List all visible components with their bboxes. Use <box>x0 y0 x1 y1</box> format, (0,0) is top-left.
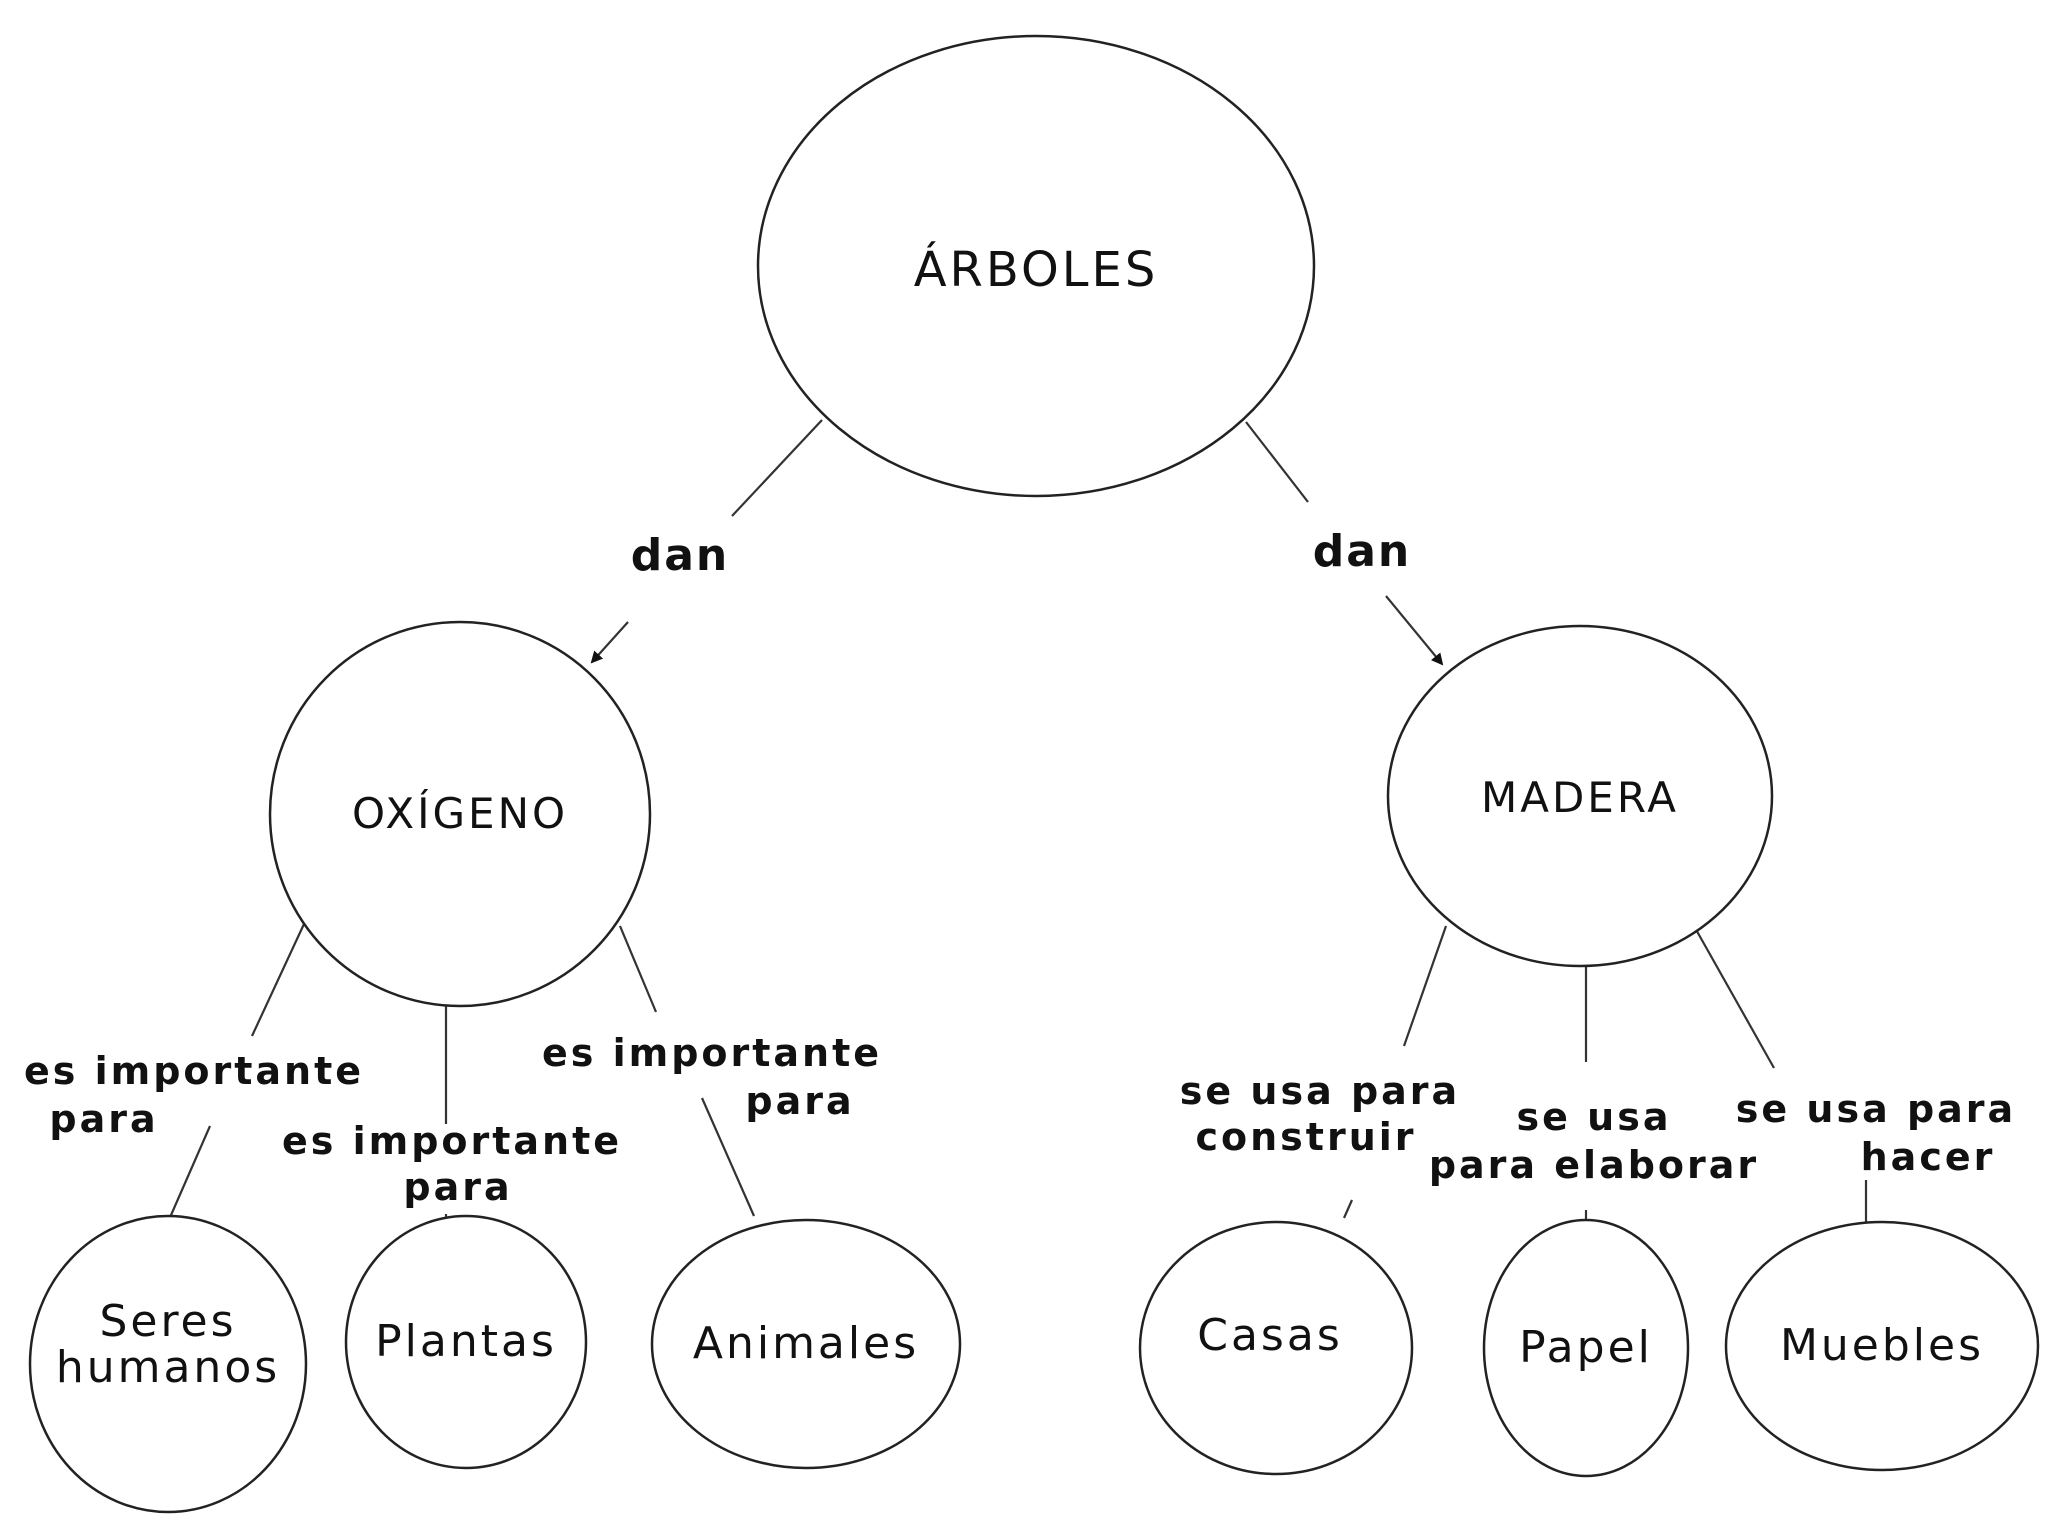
link-label-papel-line1: se usa <box>1517 1095 1672 1139</box>
link-label-seres-line2: para <box>49 1097 158 1141</box>
node-papel-label: Papel <box>1519 1322 1653 1373</box>
node-casas-shape <box>1138 1220 1414 1476</box>
edge-madera-muebles-upper <box>1693 925 1775 1069</box>
edge-arboles-dan-right-upper <box>1245 421 1309 503</box>
node-seres-humanos-shape <box>28 1214 308 1514</box>
node-madera-shape <box>1386 624 1774 968</box>
link-label-muebles-line2: hacer <box>1861 1135 1996 1179</box>
node-seres-humanos: Seres humanos <box>28 1214 308 1514</box>
node-arboles-label: ÁRBOLES <box>914 241 1159 298</box>
node-muebles: Muebles <box>1724 1220 2040 1472</box>
link-label-casas-line2: construir <box>1195 1115 1416 1159</box>
node-casas-label: Casas <box>1197 1310 1343 1361</box>
node-casas: Casas <box>1138 1220 1414 1476</box>
edge-oxigeno-animales-upper <box>618 925 658 1013</box>
link-label-animales-line1: es importante <box>542 1031 882 1075</box>
link-label-dan-left: dan <box>631 530 730 581</box>
edge-oxigeno-seres-upper <box>251 923 305 1037</box>
node-madera-label: MADERA <box>1481 773 1679 822</box>
node-papel: Papel <box>1482 1218 1690 1478</box>
link-label-animales-line2: para <box>745 1079 854 1123</box>
node-plantas-label: Plantas <box>375 1316 557 1367</box>
edge-arboles-dan-right-lower <box>1385 595 1444 666</box>
link-label-dan-right: dan <box>1313 526 1412 577</box>
node-animales: Animales <box>650 1218 962 1470</box>
node-animales-label: Animales <box>693 1318 919 1369</box>
node-oxigeno-label: OXÍGENO <box>352 788 568 838</box>
edge-madera-casas-lower <box>1342 1199 1354 1219</box>
node-seres-humanos-label-line2: humanos <box>56 1342 280 1393</box>
edge-madera-casas-upper <box>1402 925 1448 1047</box>
link-label-casas-line1: se usa para <box>1180 1069 1460 1113</box>
node-plantas-shape <box>344 1214 588 1470</box>
link-label-plantas-line1: es importante <box>282 1119 622 1163</box>
link-label-papel-line2: para elaborar <box>1429 1143 1759 1187</box>
node-animales-shape <box>650 1218 962 1470</box>
node-seres-humanos-label-line1: Seres <box>99 1296 236 1347</box>
node-plantas: Plantas <box>344 1214 588 1470</box>
node-arboles: ÁRBOLES <box>756 34 1316 498</box>
node-arboles-shape <box>756 34 1316 498</box>
node-muebles-label: Muebles <box>1780 1320 1984 1371</box>
node-muebles-shape <box>1724 1220 2040 1472</box>
node-oxigeno-shape <box>268 620 652 1008</box>
link-label-muebles-line1: se usa para <box>1736 1087 2016 1131</box>
node-madera: MADERA <box>1386 624 1774 968</box>
node-papel-shape <box>1482 1218 1690 1478</box>
edge-oxigeno-animales-lower <box>700 1097 756 1217</box>
edge-arboles-dan-left-upper <box>731 419 823 517</box>
node-oxigeno: OXÍGENO <box>268 620 652 1008</box>
edge-oxigeno-seres-lower <box>166 1125 212 1223</box>
link-label-plantas-line2: para <box>403 1165 512 1209</box>
edge-arboles-dan-left-lower <box>590 621 629 664</box>
link-label-seres-line1: es importante <box>24 1049 364 1093</box>
